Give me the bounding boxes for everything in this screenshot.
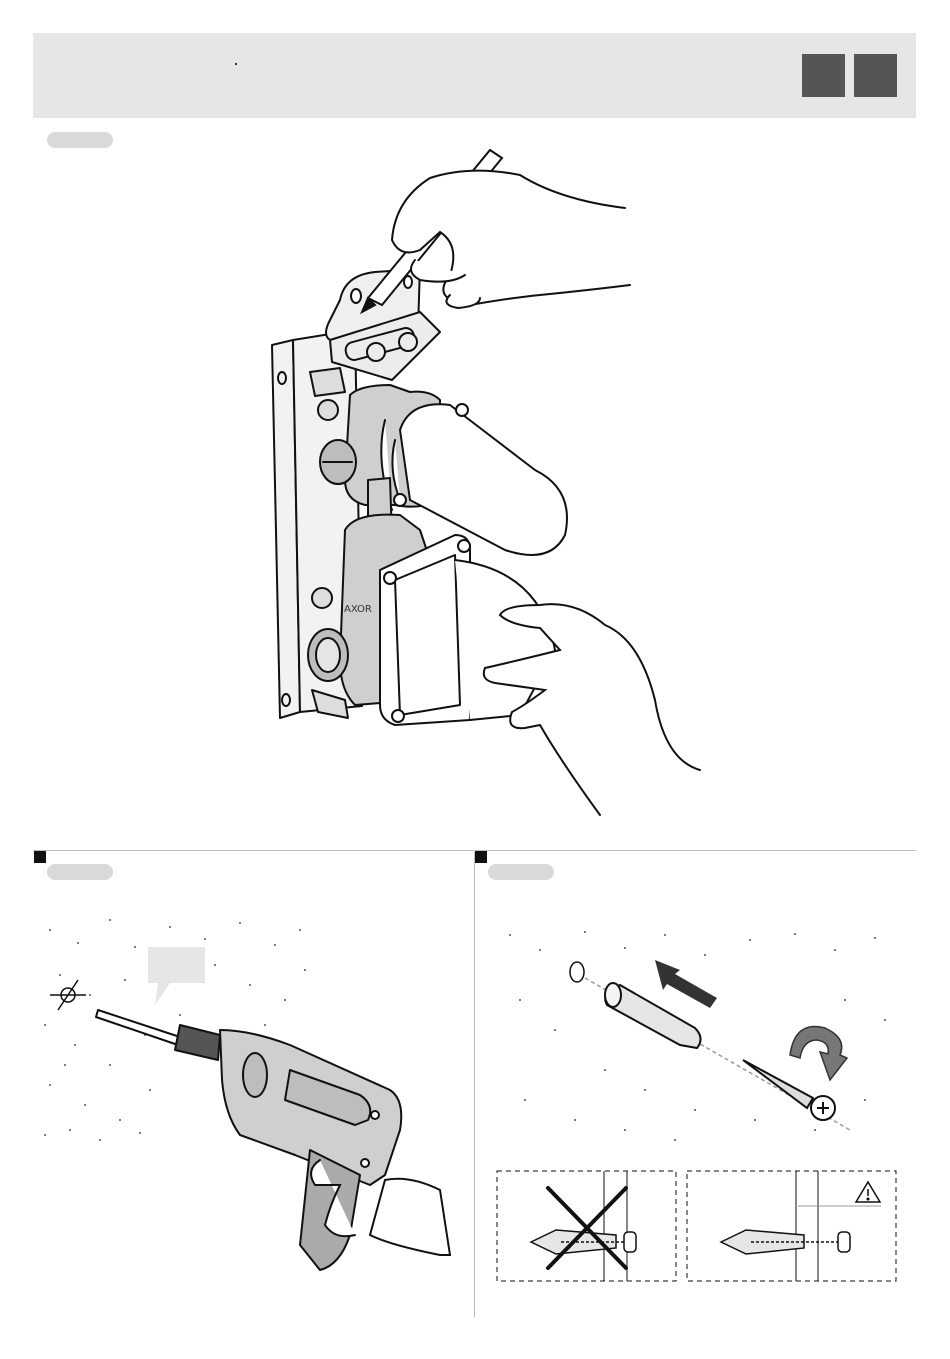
drill-illustration <box>30 905 470 1275</box>
rotate-arrow-icon <box>790 1027 847 1080</box>
hand-icon <box>392 171 630 308</box>
drill-icon <box>96 1010 401 1270</box>
section-marker-plug <box>475 851 487 863</box>
drill-mark-icon <box>50 980 86 1010</box>
warning-icon <box>856 1182 880 1202</box>
step-label-pill-3 <box>488 864 554 880</box>
svg-text:AXOR: AXOR <box>344 604 372 615</box>
valve-mounting-illustration: AXOR <box>0 0 950 850</box>
detail-correct <box>686 1170 898 1282</box>
plug-screw-correct <box>721 1230 850 1254</box>
section-marker-drill <box>34 851 46 863</box>
cross-icon <box>548 1188 626 1268</box>
screw-icon <box>743 1060 835 1120</box>
wall-plug-illustration <box>495 920 915 1160</box>
arrow-icon <box>655 960 717 1008</box>
step-label-pill-2 <box>47 864 113 880</box>
section-divider-vertical <box>474 852 475 1317</box>
lower-cartridge <box>380 535 555 725</box>
detail-wrong <box>496 1170 678 1282</box>
fitting-top <box>310 368 345 396</box>
drill-hole-icon <box>570 962 584 982</box>
drill-callout-box <box>148 947 205 1005</box>
